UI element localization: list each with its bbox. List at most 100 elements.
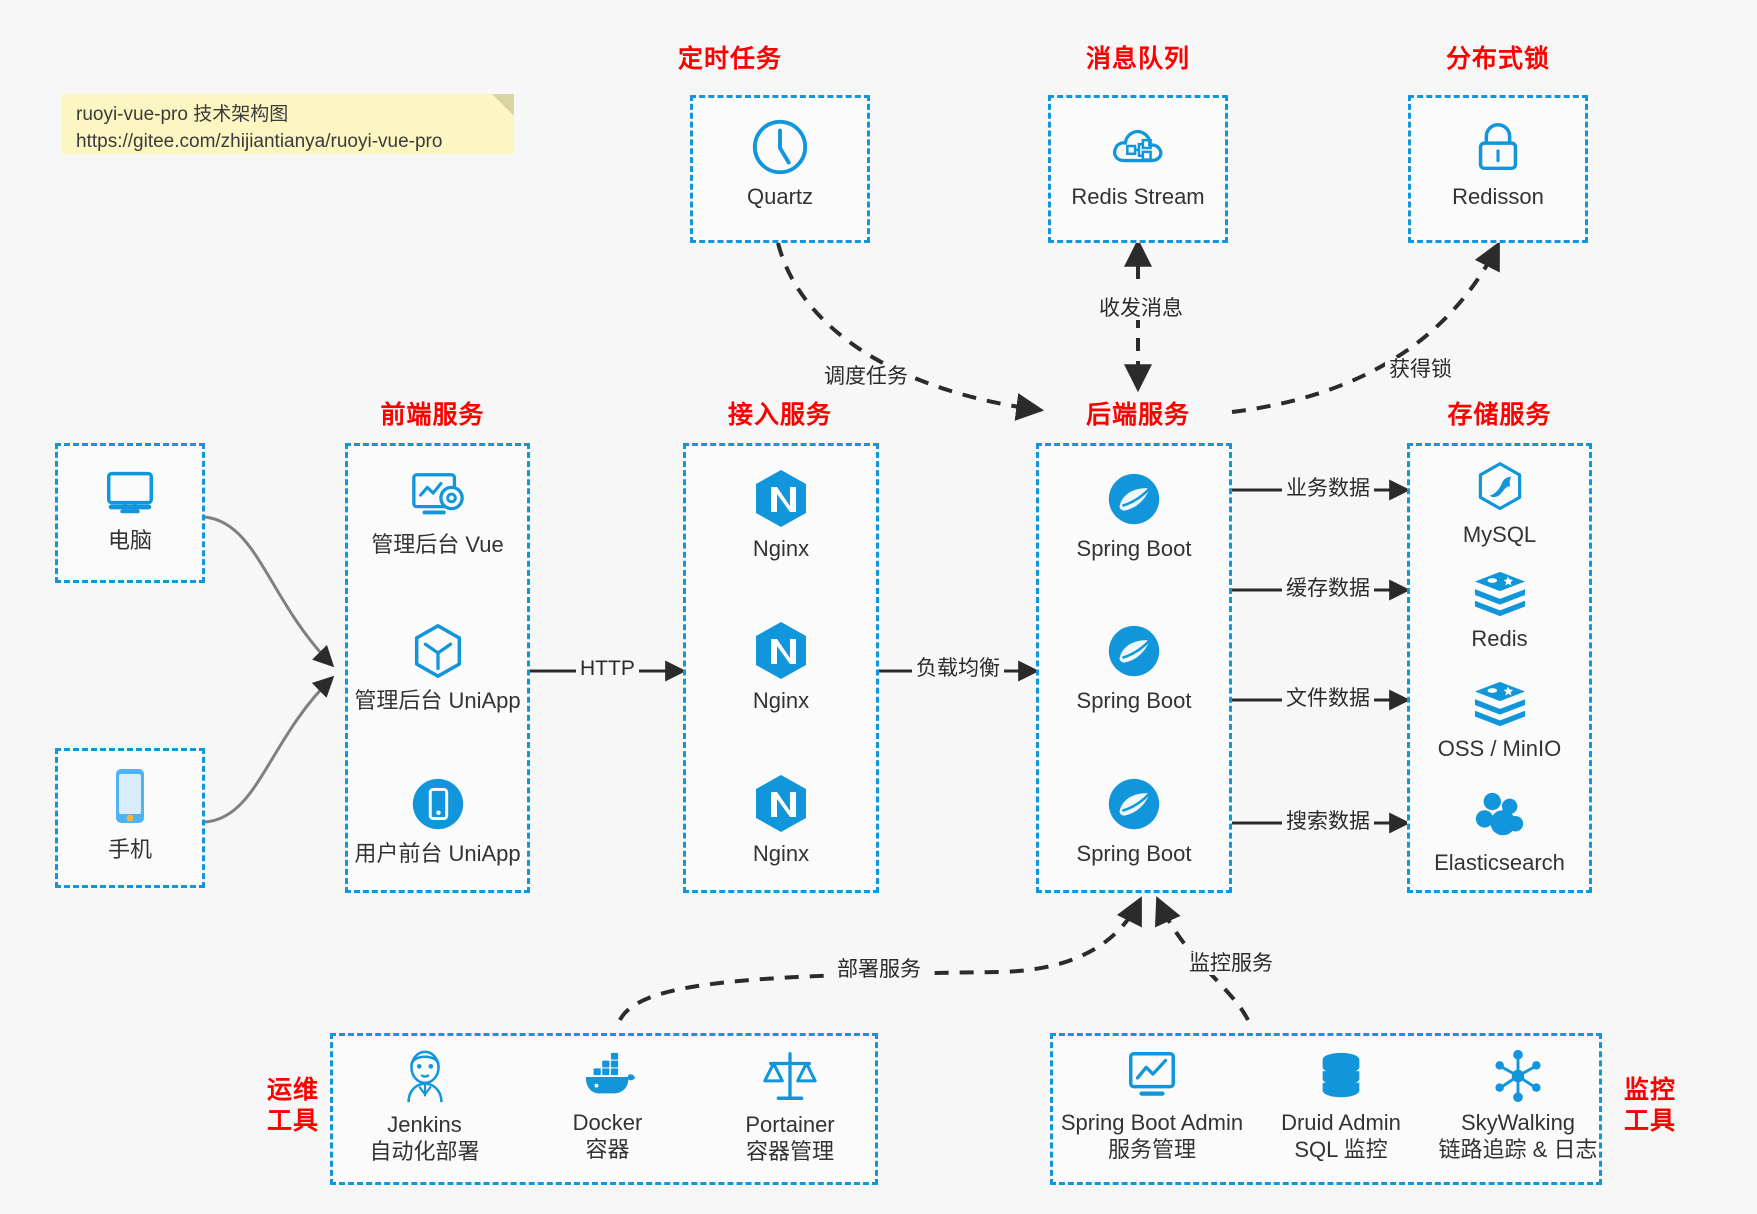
group-title-monitoring: 监控 工具 <box>1615 1075 1685 1138</box>
node-redisson[interactable]: Redisson <box>1411 116 1585 211</box>
note-line-2: https://gitee.com/zhijiantianya/ruoyi-vu… <box>76 130 443 152</box>
spring-leaf-icon <box>1108 778 1160 830</box>
spring-leaf-icon <box>1108 625 1160 677</box>
node-desktop[interactable]: 电脑 <box>58 464 202 555</box>
node-oss-minio[interactable]: OSS / MinIO <box>1410 678 1589 763</box>
node-redis-stream[interactable]: Redis Stream <box>1051 116 1225 211</box>
node-redis[interactable]: Redis <box>1410 568 1589 653</box>
group-box-gateway: Nginx Nginx Nginx <box>683 443 879 893</box>
edge-label-biz: 业务数据 <box>1282 477 1374 501</box>
node-label: SkyWalking <box>1460 1110 1576 1135</box>
node-label: Elasticsearch <box>1434 850 1565 875</box>
node-label: Docker <box>572 1110 643 1135</box>
edge-label-deploy: 部署服务 <box>833 958 925 982</box>
nginx-icon <box>756 775 806 832</box>
group-box-backend: Spring Boot Spring Boot Spring Boot <box>1036 443 1232 893</box>
node-label: 手机 <box>107 837 152 862</box>
group-title-gateway: 接入服务 <box>727 401 832 429</box>
node-admin-uniapp[interactable]: 管理后台 UniApp <box>348 620 527 715</box>
node-label: Spring Boot <box>1076 841 1192 866</box>
database-icon <box>1322 1052 1360 1098</box>
node-springboot-2[interactable]: Spring Boot <box>1039 620 1229 715</box>
node-quartz[interactable]: Quartz <box>693 116 867 211</box>
monitor-chart-icon <box>1129 1052 1175 1096</box>
dashboard-gear-icon <box>411 473 464 515</box>
edge-label-search: 搜索数据 <box>1282 810 1374 834</box>
nginx-icon <box>756 622 806 679</box>
group-box-client-mobile: 手机 <box>55 748 205 888</box>
node-skywalking[interactable]: SkyWalking 链路追踪 & 日志 <box>1431 1048 1605 1164</box>
node-docker[interactable]: Docker 容器 <box>516 1050 699 1164</box>
group-title-devops-line2: 工具 <box>266 1107 319 1136</box>
node-label: 用户前台 UniApp <box>354 841 521 866</box>
node-label: Spring Boot Admin <box>1060 1110 1244 1135</box>
node-sublabel: 自动化部署 <box>369 1138 480 1164</box>
desktop-icon <box>106 471 154 514</box>
group-box-devops: Jenkins 自动化部署 Docker 容器 <box>330 1033 878 1185</box>
node-portainer[interactable]: Portainer 容器管理 <box>699 1048 881 1166</box>
group-box-client-desktop: 电脑 <box>55 443 205 583</box>
group-title-storage: 存储服务 <box>1447 401 1552 429</box>
edge-label-schedule: 调度任务 <box>820 365 912 389</box>
clock-icon <box>752 119 808 175</box>
node-springboot-3[interactable]: Spring Boot <box>1039 773 1229 868</box>
node-mobile[interactable]: 手机 <box>58 765 202 864</box>
node-elasticsearch[interactable]: Elasticsearch <box>1410 788 1589 877</box>
mobile-icon <box>116 769 144 823</box>
node-mysql[interactable]: MySQL <box>1410 460 1589 549</box>
node-label: Redisson <box>1452 184 1544 209</box>
redis-stack-icon <box>1474 681 1525 727</box>
node-label: Redis Stream <box>1071 184 1205 209</box>
group-title-lock: 分布式锁 <box>1445 45 1550 73</box>
note-fold-corner <box>492 94 514 116</box>
node-label: 管理后台 Vue <box>371 532 504 557</box>
node-sublabel: 服务管理 <box>1107 1136 1196 1162</box>
lock-icon <box>1478 123 1518 171</box>
node-admin-vue[interactable]: 管理后台 Vue <box>348 468 527 559</box>
node-nginx-2[interactable]: Nginx <box>686 620 876 715</box>
node-spring-boot-admin[interactable]: Spring Boot Admin 服务管理 <box>1053 1048 1251 1164</box>
node-sublabel: 容器管理 <box>745 1138 834 1164</box>
note-line-1: ruoyi-vue-pro 技术架构图 <box>76 104 289 125</box>
node-label: Spring Boot <box>1076 688 1192 713</box>
node-label: Jenkins <box>387 1112 462 1137</box>
group-title-devops-line1: 运维 <box>266 1076 319 1104</box>
node-label: MySQL <box>1462 522 1537 547</box>
group-title-frontend: 前端服务 <box>380 401 485 429</box>
group-box-monitoring: Spring Boot Admin 服务管理 Druid Admin SQL 监… <box>1050 1033 1602 1185</box>
node-label: Redis <box>1471 626 1528 651</box>
node-label: Quartz <box>746 184 814 209</box>
hex-cube-icon <box>414 624 461 678</box>
node-label: Druid Admin <box>1281 1110 1401 1135</box>
node-sublabel: 容器 <box>585 1136 630 1162</box>
group-title-devops: 运维 工具 <box>258 1075 328 1138</box>
node-druid-admin[interactable]: Druid Admin SQL 监控 <box>1251 1048 1431 1164</box>
node-springboot-1[interactable]: Spring Boot <box>1039 468 1229 563</box>
edge-label-lock: 获得锁 <box>1385 358 1456 382</box>
redis-stack-icon <box>1474 571 1525 617</box>
node-label: 电脑 <box>107 528 152 553</box>
edge-label-http: HTTP <box>576 657 639 681</box>
node-label: 管理后台 UniApp <box>354 688 521 713</box>
group-title-scheduler: 定时任务 <box>677 45 782 73</box>
node-nginx-1[interactable]: Nginx <box>686 468 876 563</box>
mysql-dolphin-icon <box>1478 462 1521 511</box>
spring-leaf-icon <box>1108 473 1160 525</box>
node-label: Spring Boot <box>1076 536 1192 561</box>
node-jenkins[interactable]: Jenkins 自动化部署 <box>333 1048 516 1166</box>
group-box-storage: MySQL Redis OSS / MinIO <box>1407 443 1592 893</box>
node-label: Nginx <box>752 841 810 866</box>
edge-label-file: 文件数据 <box>1282 687 1374 711</box>
node-nginx-3[interactable]: Nginx <box>686 773 876 868</box>
edge-label-cache: 缓存数据 <box>1282 577 1374 601</box>
node-sublabel: 链路追踪 & 日志 <box>1438 1136 1598 1162</box>
mobile-circle-icon <box>412 778 463 830</box>
group-title-backend: 后端服务 <box>1085 401 1190 429</box>
node-sublabel: SQL 监控 <box>1294 1136 1388 1162</box>
node-user-uniapp[interactable]: 用户前台 UniApp <box>348 773 527 868</box>
node-label: Nginx <box>752 688 810 713</box>
node-label: OSS / MinIO <box>1437 736 1562 761</box>
group-box-mq: Redis Stream <box>1048 95 1228 243</box>
jenkins-butler-icon <box>406 1050 443 1103</box>
